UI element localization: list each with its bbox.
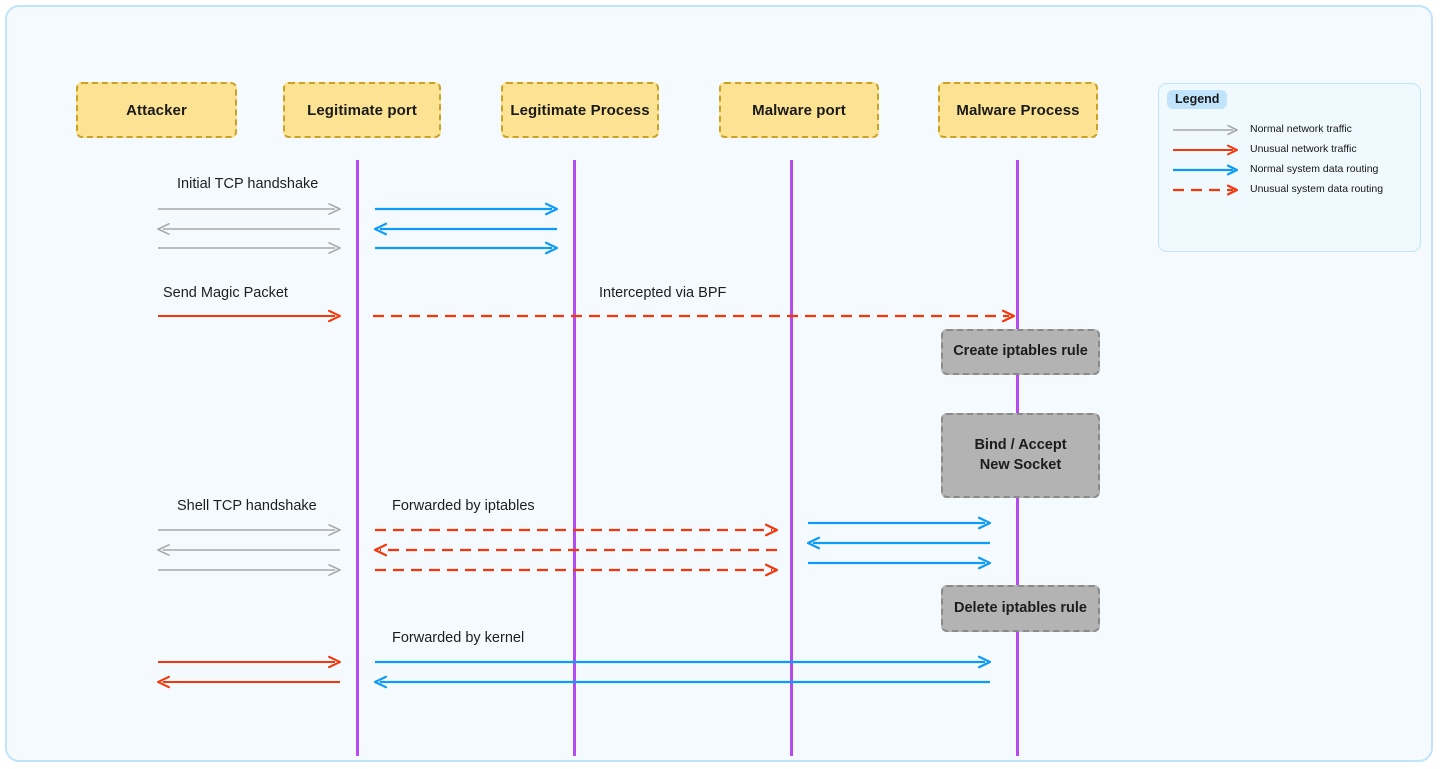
arrow-f1 [808,516,992,530]
legend-item-unusual-network-traffic: Unusual network traffic [1159,143,1420,163]
legend-title: Legend [1167,90,1228,109]
legend-arrow-normal-system-data-routing [1173,164,1239,176]
arrow-f3 [808,556,992,570]
participant-label-legitimate-process: Legitimate Process [510,101,650,119]
activation-box-delete-iptables-rule[interactable]: Delete iptables rule [941,585,1100,632]
activation-label-delete-iptables-rule: Delete iptables rule [954,599,1087,616]
lifeline-legitimate-port [356,160,359,756]
legend-arrow-glyph-unusual-system-data-routing [1173,184,1239,196]
message-label-forwarded-by-iptables: Forwarded by iptables [392,498,535,514]
arrow-b1 [375,202,559,216]
participant-label-attacker: Attacker [126,101,187,119]
participant-label-legitimate-port: Legitimate port [307,101,417,119]
arrow-e2 [373,543,777,557]
participant-malware-port[interactable]: Malware port [719,82,879,138]
message-label-shell-tcp-handshake: Shell TCP handshake [177,498,317,514]
activation-box-create-iptables-rule[interactable]: Create iptables rule [941,329,1100,375]
diagram-board: Attacker Legitimate port Legitimate Proces… [5,5,1433,762]
message-label-intercepted-via-bpf: Intercepted via BPF [599,285,727,301]
legend-item-normal-system-data-routing: Normal system data routing [1159,163,1420,183]
legend-arrow-unusual-system-data-routing [1173,184,1239,196]
activation-box-bind-accept-socket[interactable]: Bind / Accept New Socket [941,413,1100,498]
arrow-d2 [157,544,340,556]
message-label-initial-tcp-handshake: Initial TCP handshake [177,176,319,192]
arrow-a2 [157,223,340,235]
participant-malware-process[interactable]: Malware Process [938,82,1098,138]
message-label-send-magic-packet: Send Magic Packet [163,285,288,301]
activation-label-create-iptables-rule: Create iptables rule [953,343,1088,360]
arrow-h2 [373,675,990,689]
legend-label-normal-network-traffic: Normal network traffic [1250,123,1352,135]
arrow-e3 [375,563,779,577]
legend-arrow-normal-network-traffic [1173,124,1238,136]
lifeline-malware-port [790,160,793,756]
legend-label-unusual-network-traffic: Unusual network traffic [1250,143,1357,155]
legend-arrow-glyph-normal-network-traffic [1173,124,1238,136]
arrow-d3 [158,564,341,576]
message-label-forwarded-by-kernel: Forwarded by kernel [392,630,525,646]
lifeline-legitimate-process [573,160,576,756]
arrow-g1 [158,655,341,669]
legend-item-unusual-system-data-routing: Unusual system data routing [1159,183,1420,203]
legend-label-unusual-system-data-routing: Unusual system data routing [1250,183,1384,195]
participant-legitimate-port[interactable]: Legitimate port [283,82,441,138]
legend-arrow-glyph-unusual-network-traffic [1173,144,1238,156]
legend-label-normal-system-data-routing: Normal system data routing [1250,163,1379,175]
arrow-g2 [157,675,340,689]
arrow-b2 [373,222,557,236]
arrow-c1 [158,309,341,323]
arrow-b3 [375,241,559,255]
arrow-h1 [375,655,992,669]
arrow-e1 [375,523,779,537]
participant-label-malware-process: Malware Process [956,101,1080,119]
participant-legitimate-process[interactable]: Legitimate Process [501,82,659,138]
legend-item-normal-network-traffic: Normal network traffic [1159,123,1420,143]
arrow-a3 [158,242,341,254]
arrow-c2 [373,309,1016,323]
legend-arrow-glyph-normal-system-data-routing [1173,164,1239,176]
arrow-d1 [158,524,341,536]
participant-label-malware-port: Malware port [752,101,846,119]
activation-label-bind-accept-socket: Bind / Accept New Socket [974,437,1067,473]
participant-attacker[interactable]: Attacker [76,82,237,138]
arrow-f2 [806,536,990,550]
arrow-a1 [158,203,341,215]
legend-arrow-unusual-network-traffic [1173,144,1238,156]
